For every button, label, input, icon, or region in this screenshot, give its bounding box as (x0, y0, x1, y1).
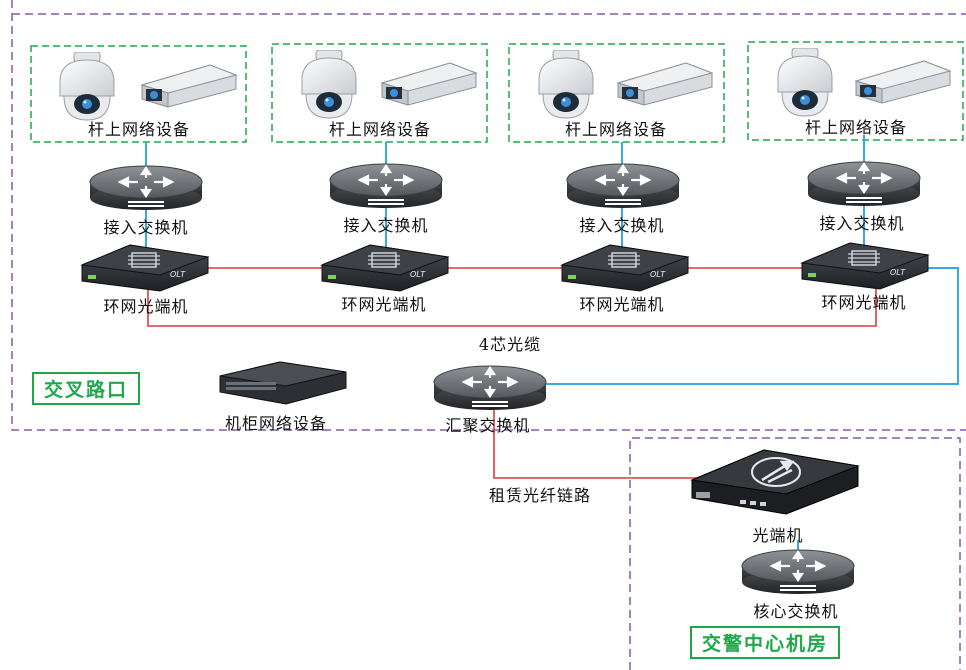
pole-group-3 (538, 50, 713, 119)
cabinet-device-label: 机柜网络设备 (224, 414, 328, 433)
pole-group-1 (59, 52, 237, 121)
pole-group-4 (777, 48, 951, 117)
access-switch-icon (88, 164, 204, 212)
pole-group-2 (301, 50, 477, 119)
intersection-zone-border (11, 0, 966, 431)
optical-terminal-label: 光端机 (752, 526, 804, 545)
access-switch-label: 接入交换机 (579, 216, 665, 235)
aggregation-switch-label: 汇聚交换机 (445, 416, 531, 435)
olt-badge: OLT (170, 270, 186, 279)
ring-olt-label: 环网光端机 (821, 293, 907, 312)
aggregation-switch-icon (432, 364, 548, 412)
core-switch-icon (740, 548, 856, 596)
pole-group-label: 杆上网络设备 (328, 120, 432, 139)
ring-olt-label: 环网光端机 (341, 295, 427, 314)
access-switch-icon (806, 160, 922, 208)
ring-olt-label: 环网光端机 (579, 295, 665, 314)
core-switch-label: 核心交换机 (753, 602, 839, 621)
olt-icon (561, 244, 689, 292)
pole-group-label: 杆上网络设备 (87, 120, 191, 139)
dome-camera-icon (59, 52, 115, 121)
olt-badge: OLT (650, 270, 666, 279)
access-switch-icon (328, 162, 444, 210)
pole-group-label: 杆上网络设备 (564, 120, 668, 139)
optical-terminal-icon (690, 448, 860, 516)
access-switch-label: 接入交换机 (819, 214, 905, 233)
access-switch-icon (565, 162, 681, 210)
dome-camera-icon (538, 50, 594, 119)
fiber-cable-label: 4芯光缆 (478, 335, 542, 354)
olt-badge: OLT (890, 268, 906, 277)
box-camera-icon (617, 62, 713, 106)
ring-olt-label: 环网光端机 (103, 297, 189, 316)
box-camera-icon (855, 60, 951, 104)
access-switch-label: 接入交换机 (103, 218, 189, 237)
olt-icon (801, 242, 929, 290)
olt-icon (81, 244, 209, 292)
leased-fiber-label: 租赁光纤链路 (488, 486, 592, 505)
pole-group-label: 杆上网络设备 (804, 118, 908, 137)
olt-icon (321, 244, 449, 292)
box-camera-icon (381, 62, 477, 106)
box-camera-icon (141, 64, 237, 108)
traffic-center-zone-border (629, 437, 961, 670)
traffic-center-zone-tag: 交警中心机房 (690, 626, 841, 659)
access-switch-label: 接入交换机 (343, 216, 429, 235)
dome-camera-icon (301, 50, 357, 119)
intersection-zone-tag: 交叉路口 (32, 372, 141, 405)
cabinet-device-icon (219, 361, 347, 405)
red-fiber-links (147, 267, 877, 479)
dome-camera-icon (777, 48, 833, 117)
olt-badge: OLT (410, 270, 426, 279)
pole-group-borders (30, 41, 964, 143)
